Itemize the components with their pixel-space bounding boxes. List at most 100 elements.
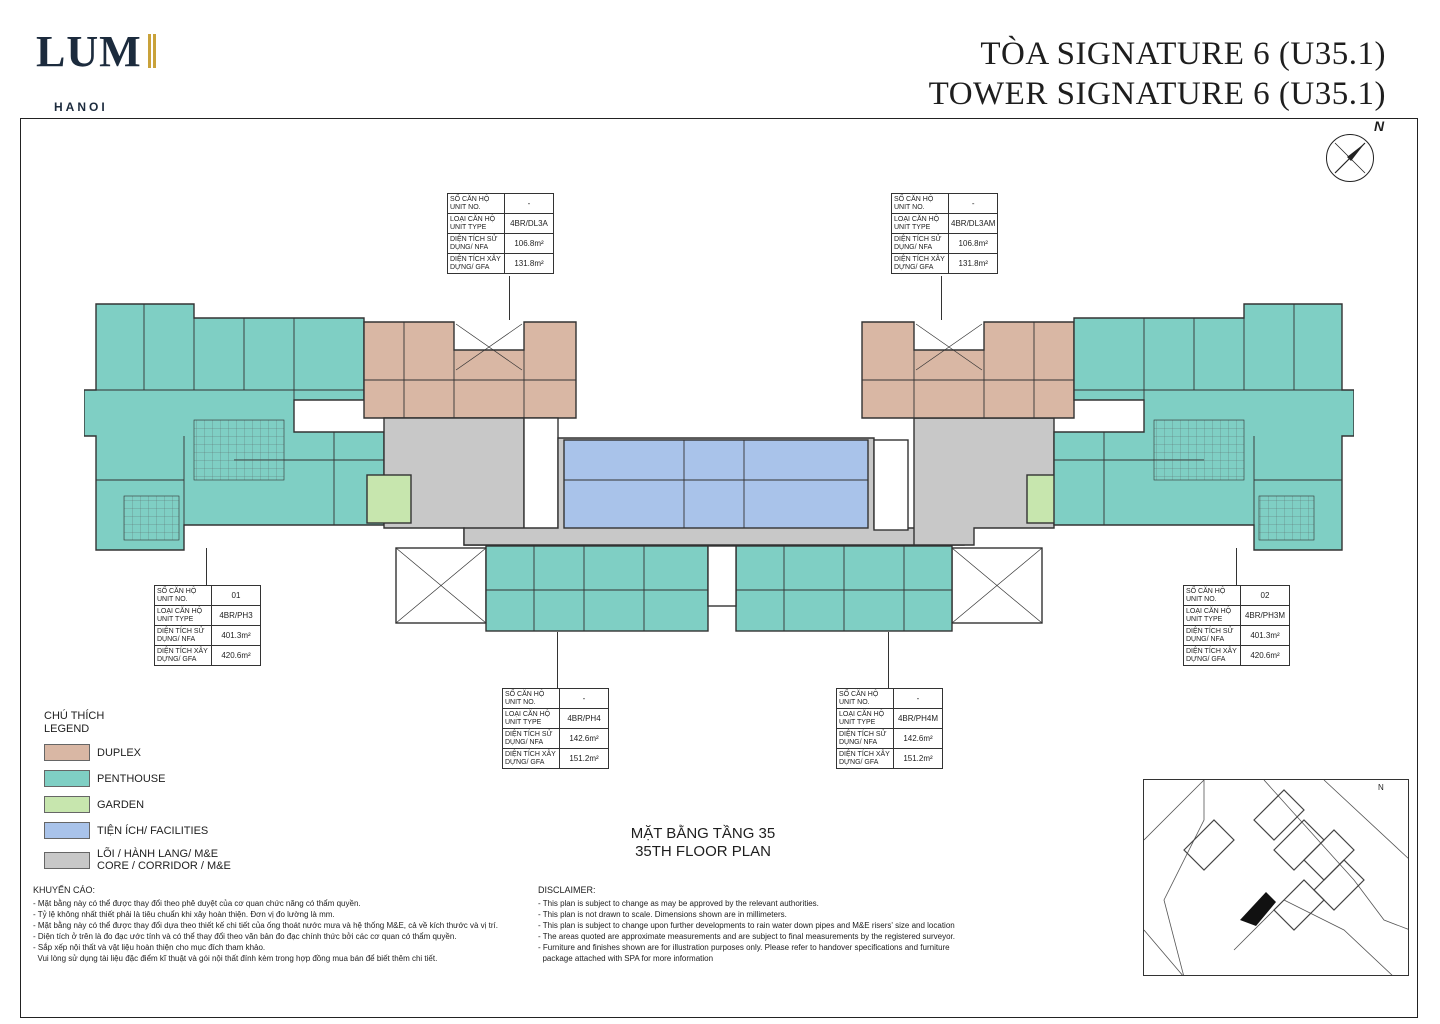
notes-en-line: - This plan is not drawn to scale. Dimen… — [538, 910, 787, 919]
unit-gfa-value: 420.6m² — [1240, 645, 1290, 666]
unit-no-label: SỐ CĂN HỘ UNIT NO. — [502, 688, 560, 709]
unit-no-label: SỐ CĂN HỘ UNIT NO. — [1183, 585, 1241, 606]
unit-type-label: LOẠI CĂN HỘ UNIT TYPE — [836, 708, 894, 729]
notes-en-line: - This plan is subject to change as may … — [538, 899, 819, 908]
unit-nfa-value: 401.3m² — [211, 625, 261, 646]
unit-dl3am-area — [861, 321, 1075, 419]
legend-label: TIỆN ÍCH/ FACILITIES — [97, 824, 209, 837]
unit-nfa-value: 106.8m² — [504, 233, 554, 254]
brand-name: LUM — [36, 27, 142, 76]
unit-type-value: 4BR/DL3A — [504, 213, 554, 234]
notes-vi: KHUYẾN CÁO: - Mặt bằng này có thể được t… — [33, 885, 498, 964]
legend-swatch — [44, 851, 90, 869]
leader-line-dl3a — [509, 276, 510, 320]
legend-item-facilities: TIỆN ÍCH/ FACILITIES — [44, 822, 231, 839]
leader-line-ph3 — [206, 548, 207, 586]
notes-en-line: - The areas quoted are approximate measu… — [538, 932, 955, 941]
unit-info-dl3a: SỐ CĂN HỘ UNIT NO.- LOẠI CĂN HỘ UNIT TYP… — [447, 193, 554, 274]
unit-no-value: 02 — [1240, 585, 1290, 606]
unit-nfa-label: DIỆN TÍCH SỬ DỤNG/ NFA — [447, 233, 505, 254]
legend-label: PENTHOUSE — [97, 772, 166, 785]
unit-info-ph4: SỐ CĂN HỘ UNIT NO.- LOẠI CĂN HỘ UNIT TYP… — [502, 688, 609, 769]
unit-gfa-value: 131.8m² — [947, 253, 999, 274]
unit-type-value: 4BR/PH4M — [893, 708, 943, 729]
unit-gfa-label: DIỆN TÍCH XÂY DỰNG/ GFA — [502, 748, 560, 769]
unit-gfa-value: 131.8m² — [504, 253, 554, 274]
floor-title-en: 35TH FLOOR PLAN — [635, 843, 771, 860]
notes-en-heading: DISCLAIMER: — [538, 885, 596, 895]
site-key-plan — [1143, 779, 1409, 976]
brand-logo: LUM HANOI — [36, 27, 156, 114]
notes-en-line: - This plan is subject to change upon fu… — [538, 921, 955, 930]
unit-type-label: LOẠI CĂN HỘ UNIT TYPE — [891, 213, 949, 234]
unit-nfa-value: 106.8m² — [947, 233, 999, 254]
unit-type-label: LOẠI CĂN HỘ UNIT TYPE — [502, 708, 560, 729]
brand-accent-bar — [148, 34, 151, 68]
legend-label: DUPLEX — [97, 746, 142, 759]
unit-nfa-value: 401.3m² — [1240, 625, 1290, 646]
legend-item-core: LÕI / HÀNH LANG/ M&E CORE / CORRIDOR / M… — [44, 848, 231, 872]
legend-title-en: LEGEND — [44, 723, 90, 735]
stair-bottom-center — [707, 545, 737, 607]
site-north-label: N — [1378, 783, 1384, 792]
unit-type-label: LOẠI CĂN HỘ UNIT TYPE — [1183, 605, 1241, 626]
garden-left — [366, 474, 412, 524]
unit-nfa-label: DIỆN TÍCH SỬ DỤNG/ NFA — [1183, 625, 1241, 646]
legend-item-garden: GARDEN — [44, 796, 231, 813]
unit-gfa-value: 420.6m² — [211, 645, 261, 666]
unit-no-value: - — [559, 688, 609, 709]
leader-line-ph4m — [888, 632, 889, 688]
unit-no-label: SỐ CĂN HỘ UNIT NO. — [447, 193, 505, 214]
page-title-en: TOWER SIGNATURE 6 (U35.1) — [928, 76, 1386, 112]
unit-info-ph3: SỐ CĂN HỘ UNIT NO.01 LOẠI CĂN HỘ UNIT TY… — [154, 585, 261, 666]
leader-line-ph3m — [1236, 548, 1237, 586]
compass-icon — [1326, 134, 1374, 182]
unit-nfa-label: DIỆN TÍCH SỬ DỤNG/ NFA — [836, 728, 894, 749]
legend-swatch — [44, 770, 90, 787]
unit-type-value: 4BR/PH3 — [211, 605, 261, 626]
unit-gfa-label: DIỆN TÍCH XÂY DỰNG/ GFA — [1183, 645, 1241, 666]
legend: CHÚ THÍCH LEGEND DUPLEX PENTHOUSE GARDEN… — [44, 710, 231, 881]
legend-item-duplex: DUPLEX — [44, 744, 231, 761]
page-title: TÒA SIGNATURE 6 (U35.1) TOWER SIGNATURE … — [929, 34, 1386, 114]
lift-core-right — [873, 439, 909, 531]
unit-no-label: SỐ CĂN HỘ UNIT NO. — [154, 585, 212, 606]
page-title-vi: TÒA SIGNATURE 6 (U35.1) — [980, 36, 1386, 72]
unit-nfa-label: DIỆN TÍCH SỬ DỤNG/ NFA — [502, 728, 560, 749]
unit-nfa-value: 142.6m² — [559, 728, 609, 749]
unit-gfa-value: 151.2m² — [893, 748, 943, 769]
floor-plan-title: MẶT BẰNG TẦNG 35 35TH FLOOR PLAN — [0, 825, 1423, 861]
unit-gfa-label: DIỆN TÍCH XÂY DỰNG/ GFA — [447, 253, 505, 274]
unit-dl3a-area — [363, 321, 577, 419]
notes-vi-line: - Mặt bằng này có thể được thay đổi dựa … — [33, 921, 498, 930]
unit-no-value: - — [504, 193, 554, 214]
notes-vi-line: - Diện tích ở trên là đo đạc ước tính và… — [33, 932, 457, 941]
notes-en-line: - Furniture and finishes shown are for i… — [538, 943, 950, 952]
compass-north-label: N — [1374, 118, 1385, 134]
legend-item-penthouse: PENTHOUSE — [44, 770, 231, 787]
legend-swatch — [44, 796, 90, 813]
brand-city: HANOI — [54, 100, 108, 114]
notes-vi-line: - Tỷ lệ không nhất thiết phải là tiêu ch… — [33, 910, 335, 919]
notes-vi-heading: KHUYẾN CÁO: — [33, 885, 96, 895]
legend-label: LÕI / HÀNH LANG/ M&E CORE / CORRIDOR / M… — [97, 848, 231, 872]
floor-plan-drawing — [84, 303, 1354, 632]
leader-line-ph4 — [557, 632, 558, 688]
unit-gfa-label: DIỆN TÍCH XÂY DỰNG/ GFA — [891, 253, 949, 274]
unit-info-ph3m: SỐ CĂN HỘ UNIT NO.02 LOẠI CĂN HỘ UNIT TY… — [1183, 585, 1290, 666]
unit-info-ph4m: SỐ CĂN HỘ UNIT NO.- LOẠI CĂN HỘ UNIT TYP… — [836, 688, 943, 769]
legend-label: GARDEN — [97, 798, 145, 811]
facilities-area — [563, 439, 869, 529]
unit-info-dl3am: SỐ CĂN HỘ UNIT NO.- LOẠI CĂN HỘ UNIT TYP… — [891, 193, 999, 274]
unit-nfa-label: DIỆN TÍCH SỬ DỤNG/ NFA — [891, 233, 949, 254]
unit-no-value: 01 — [211, 585, 261, 606]
unit-gfa-label: DIỆN TÍCH XÂY DỰNG/ GFA — [836, 748, 894, 769]
legend-swatch — [44, 822, 90, 839]
lift-core-left — [523, 417, 559, 531]
leader-line-dl3am — [941, 276, 942, 320]
brand-accent-bar-2 — [153, 34, 156, 68]
unit-type-value: 4BR/DL3AM — [947, 213, 999, 234]
unit-ph4-area — [485, 545, 709, 632]
unit-nfa-value: 142.6m² — [893, 728, 943, 749]
site-current-tower — [1240, 892, 1276, 926]
